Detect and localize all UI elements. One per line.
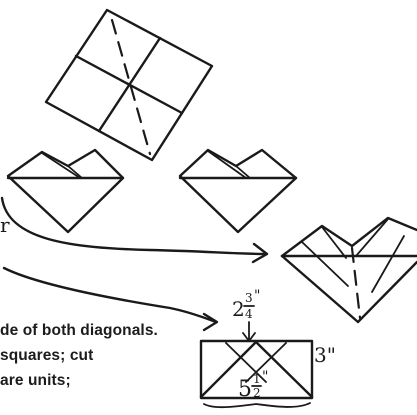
top-dimension-denominator: 4 xyxy=(245,307,253,321)
assembled-block-fold-1 xyxy=(321,226,347,259)
heart-unit-middle-outline xyxy=(178,148,298,234)
top-dimension-inch-mark: " xyxy=(254,288,260,304)
quartered-square-sketch xyxy=(44,8,214,162)
dimension-pointer-arrow xyxy=(242,321,256,342)
instruction-line-1: de of both diagonals. xyxy=(0,322,158,339)
rectangle-unit-fold-1 xyxy=(225,342,267,383)
instruction-line-2: squares; cut xyxy=(0,347,94,364)
instruction-line-3: are units; xyxy=(0,372,71,389)
assembled-block-bottom-edge xyxy=(280,254,417,324)
top-dimension-numerator: 3 xyxy=(245,291,253,305)
bottom-dimension-whole: 5 xyxy=(238,377,252,402)
assembled-block xyxy=(280,216,417,324)
curved-arrow-lower-path xyxy=(2,266,218,324)
curved-arrow-lower-head xyxy=(202,312,219,332)
right-dimension-label: 3" xyxy=(314,343,336,367)
assembled-block-fold-3 xyxy=(355,218,389,257)
heart-unit-middle-fold-1 xyxy=(207,150,247,179)
heart-unit-left xyxy=(6,148,125,234)
heart-unit-middle xyxy=(178,148,298,234)
bottom-dimension-brace xyxy=(203,402,311,409)
bottom-dimension-denominator: 2 xyxy=(253,386,261,400)
heart-unit-left-fold-2 xyxy=(67,165,83,179)
assembled-block-fold-4 xyxy=(371,235,405,293)
heart-unit-middle-fold-2 xyxy=(235,165,251,179)
top-dimension-label: 2 3 4 " xyxy=(232,288,260,321)
handwritten-fragment-r: r xyxy=(0,213,10,237)
quartered-square-outline xyxy=(44,8,214,162)
rectangle-unit-triangle xyxy=(199,340,314,399)
bottom-dimension-label: 5 1 2 " xyxy=(238,369,268,402)
assembled-block-dashed-seam xyxy=(350,246,362,320)
rectangle-unit-fold-2 xyxy=(245,342,287,383)
dimension-pointer-head xyxy=(242,332,256,342)
curved-arrow-upper xyxy=(0,196,269,264)
quartered-square-dashed-diagonal xyxy=(110,18,152,156)
bottom-dimension-inch-mark: " xyxy=(262,369,268,385)
quartered-square-divider-2 xyxy=(74,54,184,115)
assembled-block-top-edge xyxy=(280,216,417,258)
heart-unit-left-fold-1 xyxy=(41,152,81,179)
top-dimension-whole: 2 xyxy=(232,297,245,321)
rectangle-unit xyxy=(199,339,314,400)
curved-arrow-upper-path xyxy=(0,196,268,256)
curved-arrow-upper-head xyxy=(251,242,269,264)
bottom-dimension-numerator: 1 xyxy=(253,372,261,386)
curved-arrow-lower xyxy=(2,266,219,332)
heart-unit-left-outline xyxy=(6,148,125,234)
assembled-block-fold-2 xyxy=(301,241,349,287)
